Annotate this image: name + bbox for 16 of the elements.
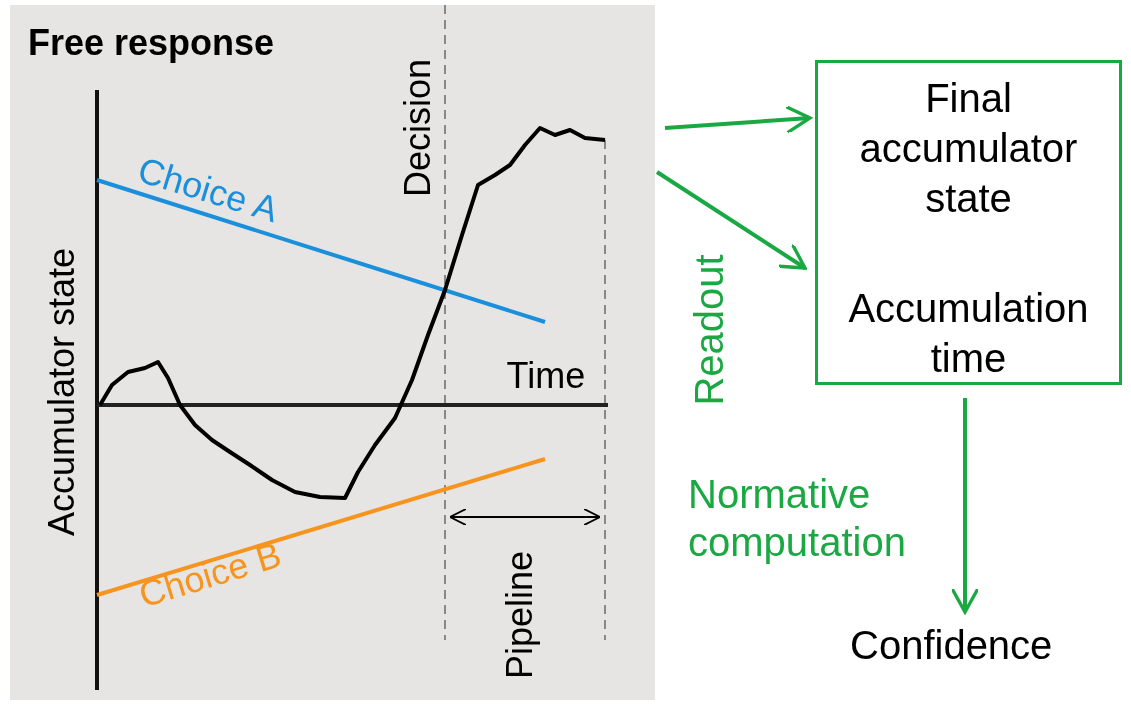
arrow bbox=[664, 104, 812, 135]
boundary-label: Choice B bbox=[134, 536, 286, 614]
arrow bbox=[655, 170, 807, 270]
edge-label: Normative computation bbox=[688, 471, 907, 566]
arrow bbox=[950, 398, 980, 614]
process-box bbox=[815, 60, 1122, 385]
boundary-label: Choice A bbox=[133, 151, 283, 229]
axis-label: Time bbox=[506, 358, 586, 394]
output-text: Confidence bbox=[850, 625, 1053, 665]
box-text: Accumulation time bbox=[847, 285, 1090, 382]
dimension-label: Pipeline bbox=[502, 550, 539, 680]
axis-label: Decision bbox=[400, 58, 437, 198]
edge-label: Readout bbox=[688, 254, 729, 406]
axis-label: Accumulator state bbox=[44, 247, 81, 537]
box-heading: Final accumulator state bbox=[858, 75, 1079, 222]
panel-title: Free response bbox=[28, 25, 275, 61]
